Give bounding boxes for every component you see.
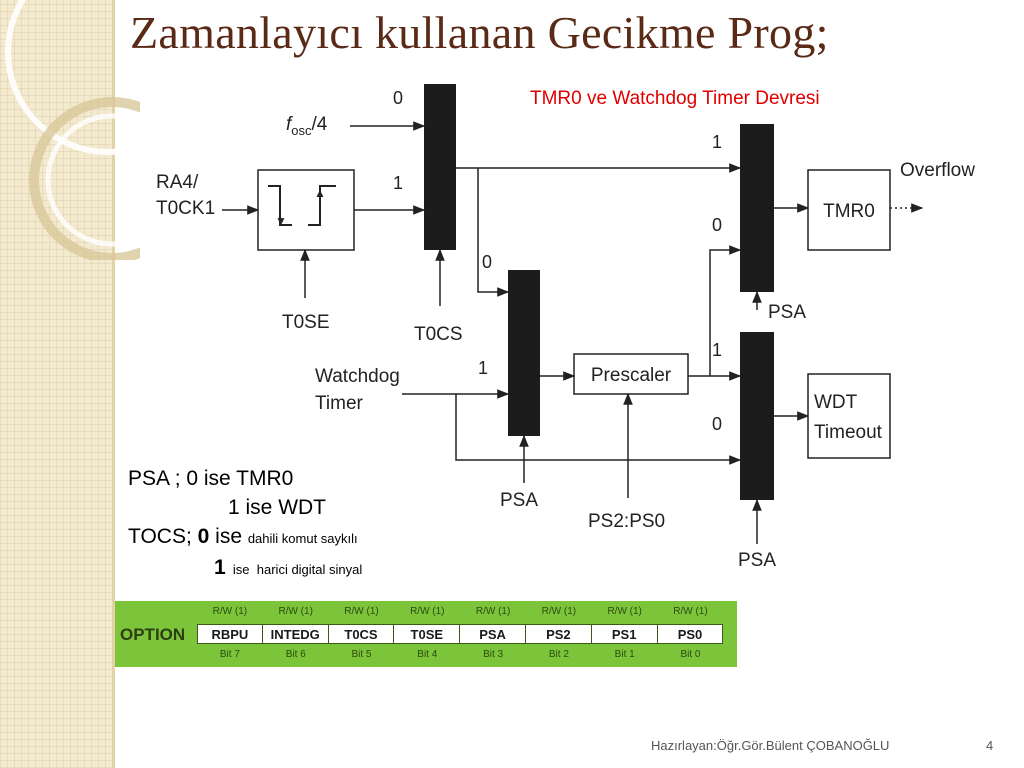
register-explanation: PSA ; 0 ise TMR0 1 ise WDT TOCS; 0 ise d… — [128, 464, 362, 584]
ra4-label-line1: RA4/ — [156, 172, 199, 193]
watchdog-label-line1: Watchdog — [315, 366, 400, 387]
bit-intedg: INTEDG — [262, 624, 329, 644]
decorative-circles — [5, 0, 140, 260]
tmr0-watchdog-circuit-diagram: fosc/4 RA4/ T0CK1 Watchdog Timer ▼ ▲ 0 1… — [156, 84, 975, 571]
falling-edge-symbol — [268, 185, 292, 226]
tocs-ise-1: ise — [225, 562, 257, 577]
tmr0-label: TMR0 — [823, 201, 875, 222]
ps2-ps0-label: PS2:PS0 — [588, 511, 665, 532]
mux4-input-0-label: 0 — [712, 414, 722, 434]
tocs-desc-external: harici digital sinyal — [256, 562, 363, 577]
slide-number: 4 — [986, 738, 994, 753]
psa-label-mux3: PSA — [768, 302, 806, 323]
access-bit5: R/W (1) — [344, 606, 379, 617]
prescaler-label: Prescaler — [591, 365, 672, 386]
access-bit4: R/W (1) — [410, 606, 445, 617]
edge-select-block — [257, 169, 355, 251]
fosc-label: fosc/4 — [286, 114, 328, 138]
bit-number-2: Bit 2 — [548, 649, 569, 660]
watchdog-label-line2: Timer — [315, 393, 364, 414]
access-bit0: R/W (1) — [673, 606, 708, 617]
tocs-explanation-line1: TOCS; 0 ise dahili komut saykılı — [128, 522, 362, 553]
t0se-label: T0SE — [282, 312, 330, 333]
option-register-table: OPTION R/W (1) R/W (1) R/W (1) R/W (1) R… — [115, 601, 737, 667]
wdt-label-line2: Timeout — [814, 422, 883, 443]
tocs-ise-0: ise — [209, 525, 248, 548]
side-strip-border — [112, 0, 115, 768]
psa-label-mux4: PSA — [738, 550, 776, 571]
diagram-subtitle: TMR0 ve Watchdog Timer Devresi — [530, 88, 820, 109]
bit-ps0: PS0 — [657, 624, 724, 644]
mux2-input-1-label: 1 — [478, 358, 488, 378]
psa-explanation-line1: PSA ; 0 ise TMR0 — [128, 467, 294, 490]
tocs-prefix: TOCS; — [128, 525, 198, 548]
rising-edge-symbol — [308, 185, 336, 226]
bit-name-row: RBPU INTEDG T0CS T0SE PSA PS2 PS1 PS0 — [197, 624, 724, 644]
wdt-label-line1: WDT — [814, 392, 858, 413]
wires — [222, 121, 924, 544]
access-bit2: R/W (1) — [541, 606, 577, 617]
bit-number-6: Bit 6 — [285, 649, 306, 660]
wdt-timeout-block — [807, 373, 891, 459]
access-row: R/W (1) R/W (1) R/W (1) R/W (1) R/W (1) … — [197, 606, 723, 617]
access-bit1: R/W (1) — [607, 606, 642, 617]
tocs-desc-internal: dahili komut saykılı — [247, 531, 358, 546]
tocs-explanation-line2: 1 ise harici digital sinyal — [128, 553, 362, 584]
access-bit7: R/W (1) — [212, 606, 248, 617]
mux-tmr0-input — [740, 124, 774, 292]
mux1-input-0-label: 0 — [393, 88, 403, 108]
mux3-input-0-label: 0 — [712, 215, 722, 235]
bit-number-0: Bit 0 — [680, 649, 701, 660]
mux-prescaler-source — [508, 270, 540, 436]
mux4-input-1-label: 1 — [712, 340, 722, 360]
bit-t0se: T0SE — [394, 624, 461, 644]
tocs-bit-1: 1 — [214, 556, 226, 579]
falling-edge-arrow: ▼ — [275, 214, 287, 228]
psa-label-mux2: PSA — [500, 490, 538, 511]
bit-psa: PSA — [460, 624, 526, 644]
bit-number-3: Bit 3 — [483, 649, 504, 660]
bit-number-7: Bit 7 — [219, 649, 240, 660]
ra4-label-line2: T0CK1 — [156, 198, 215, 219]
footer-author: Hazırlayan:Öğr.Gör.Bülent ÇOBANOĞLU — [651, 738, 890, 753]
t0cs-label: T0CS — [414, 324, 463, 345]
bit-number-row: Bit 7 Bit 6 Bit 5 Bit 4 Bit 3 Bit 2 Bit … — [197, 649, 723, 660]
rising-edge-arrow: ▲ — [314, 186, 326, 200]
bit-rbpu: RBPU — [197, 624, 263, 644]
psa-explanation-line2: 1 ise WDT — [228, 496, 327, 519]
bit-t0cs: T0CS — [328, 624, 395, 644]
bit-ps1: PS1 — [591, 624, 658, 644]
option-register-label: OPTION — [120, 625, 186, 644]
bit-number-1: Bit 1 — [614, 649, 635, 660]
mux3-input-1-label: 1 — [712, 132, 722, 152]
bit-ps2: PS2 — [525, 624, 592, 644]
prescaler-block — [573, 353, 689, 395]
bit-number-5: Bit 5 — [351, 649, 372, 660]
mux-wdt-output — [740, 332, 774, 500]
tmr0-block — [807, 169, 891, 251]
access-bit3: R/W (1) — [475, 606, 511, 617]
mux1-input-1-label: 1 — [393, 173, 403, 193]
bit-number-4: Bit 4 — [417, 649, 438, 660]
mux2-input-0-label: 0 — [482, 252, 492, 272]
slide-title: Zamanlayıcı kullanan Gecikme Prog; — [130, 7, 829, 58]
access-bit6: R/W (1) — [278, 606, 313, 617]
overflow-label: Overflow — [900, 160, 975, 181]
mux-clock-source — [424, 84, 456, 250]
tocs-bit-0: 0 — [197, 525, 210, 548]
